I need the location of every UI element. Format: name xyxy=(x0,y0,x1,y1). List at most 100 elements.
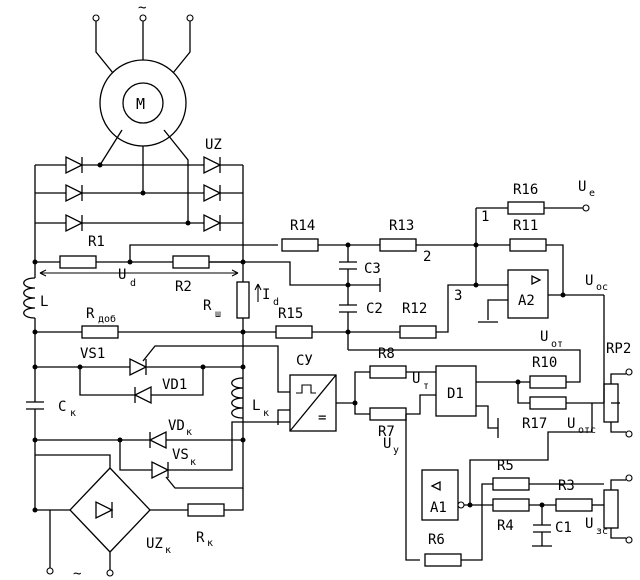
ac-terminal[interactable] xyxy=(106,569,114,577)
r17-label: R17 xyxy=(522,416,547,432)
resistor-r3 xyxy=(555,498,593,512)
phase-terminal[interactable] xyxy=(139,14,147,22)
resistor-r13 xyxy=(379,238,417,252)
id-label: I xyxy=(262,287,270,303)
ac-terminal[interactable] xyxy=(46,567,54,575)
r8-label: R8 xyxy=(378,346,395,362)
uzk-sub: к xyxy=(165,545,171,556)
vdk-label: VD xyxy=(168,418,185,434)
u3c-sub: зс xyxy=(596,526,608,537)
vsk-sub: к xyxy=(190,457,196,468)
l-label: L xyxy=(40,294,48,310)
r10-label: R10 xyxy=(532,355,557,371)
diode xyxy=(65,213,84,233)
r16-label: R16 xyxy=(513,182,538,198)
r5-label: R5 xyxy=(497,458,514,474)
resistor-r10 xyxy=(529,375,567,389)
a2-label: A2 xyxy=(518,293,535,309)
ac-top-label: ~ xyxy=(138,0,146,16)
node3-label: 3 xyxy=(454,288,462,304)
diode xyxy=(95,500,114,520)
c2-label: C2 xyxy=(366,301,383,317)
bridge-uz: UZ xyxy=(34,137,244,233)
zs-terminal-bottom[interactable] xyxy=(625,536,633,544)
opamp-a1 xyxy=(421,469,459,521)
uy-sub: у xyxy=(393,445,399,456)
uzk-label: UZ xyxy=(146,536,163,552)
resistor-r4 xyxy=(492,498,530,512)
svg-text:=: = xyxy=(318,410,326,426)
resistor-r11 xyxy=(509,238,547,252)
rdob-sub: доб xyxy=(98,313,116,325)
rp2-terminal-bottom[interactable] xyxy=(625,430,633,438)
cy-label: СУ xyxy=(296,353,313,369)
inductor-l xyxy=(23,277,36,319)
resistor-r1 xyxy=(59,255,97,269)
r14-label: R14 xyxy=(290,218,315,234)
rdob-label: R xyxy=(86,306,95,322)
lk-label: L xyxy=(252,398,260,414)
r7-label: R7 xyxy=(378,424,395,440)
vd1-label: VD1 xyxy=(162,377,187,393)
ut-sub: т xyxy=(423,381,429,392)
r1-label: R1 xyxy=(88,234,105,250)
uz-label: UZ xyxy=(205,137,222,153)
resistor-rdob xyxy=(81,325,119,339)
uot-label: U xyxy=(540,329,548,345)
resistor-rsh xyxy=(236,281,250,319)
phase-terminal[interactable] xyxy=(186,14,194,22)
inductor-lk xyxy=(231,377,244,419)
ut-label: U xyxy=(412,371,420,387)
resistor-r14 xyxy=(281,238,319,252)
resistor-r8 xyxy=(369,365,407,379)
uot-sub: от xyxy=(551,339,563,350)
ac-bottom-label: ~ xyxy=(73,566,81,580)
motor-label: M xyxy=(136,95,145,113)
resistor-r7 xyxy=(369,407,407,421)
uotc-label: U xyxy=(567,416,575,432)
ud-label: U xyxy=(118,267,126,283)
c3-label: C3 xyxy=(364,261,381,277)
resistor-r5 xyxy=(492,477,530,491)
id-sub: d xyxy=(273,297,279,308)
phase-terminal[interactable] xyxy=(92,14,100,22)
u3c-label: U xyxy=(585,516,593,532)
ck-label: C xyxy=(58,399,66,415)
zs-terminal-top[interactable] xyxy=(625,474,633,482)
resistor-r15 xyxy=(275,325,313,339)
lk-sub: к xyxy=(263,408,269,419)
node2-label: 2 xyxy=(423,249,431,265)
ue-terminal[interactable] xyxy=(582,204,590,212)
motor-group: M ~ xyxy=(92,0,194,223)
c1-label: C1 xyxy=(555,520,572,536)
thyristor-vsk xyxy=(151,460,170,480)
vdk-sub: к xyxy=(186,427,192,438)
motor-rotor xyxy=(122,82,164,124)
r4-label: R4 xyxy=(497,518,514,534)
opamp-a2 xyxy=(507,269,549,319)
uotc-sub: отс xyxy=(578,425,596,436)
vs1-label: VS1 xyxy=(80,346,105,362)
rk-label: R xyxy=(196,530,205,546)
r6-label: R6 xyxy=(428,532,445,548)
rp2-label: RP2 xyxy=(606,341,631,357)
potentiometer-zs xyxy=(603,489,619,529)
r13-label: R13 xyxy=(389,218,414,234)
node1-label: 1 xyxy=(481,209,489,225)
resistor-rk xyxy=(187,503,225,517)
r12-label: R12 xyxy=(402,301,427,317)
diode xyxy=(203,213,222,233)
resistor-r12 xyxy=(399,325,437,339)
thyristor-vs1 xyxy=(129,357,148,377)
ue-label: U xyxy=(578,179,586,195)
d1-label: D1 xyxy=(447,386,464,402)
uoc-sub: ос xyxy=(596,282,608,293)
diode xyxy=(65,155,84,175)
rp2-terminal-top[interactable] xyxy=(625,368,633,376)
block-d1 xyxy=(435,365,477,417)
r15-label: R15 xyxy=(278,306,303,322)
diode xyxy=(203,155,222,175)
vsk-label: VS xyxy=(172,447,189,463)
